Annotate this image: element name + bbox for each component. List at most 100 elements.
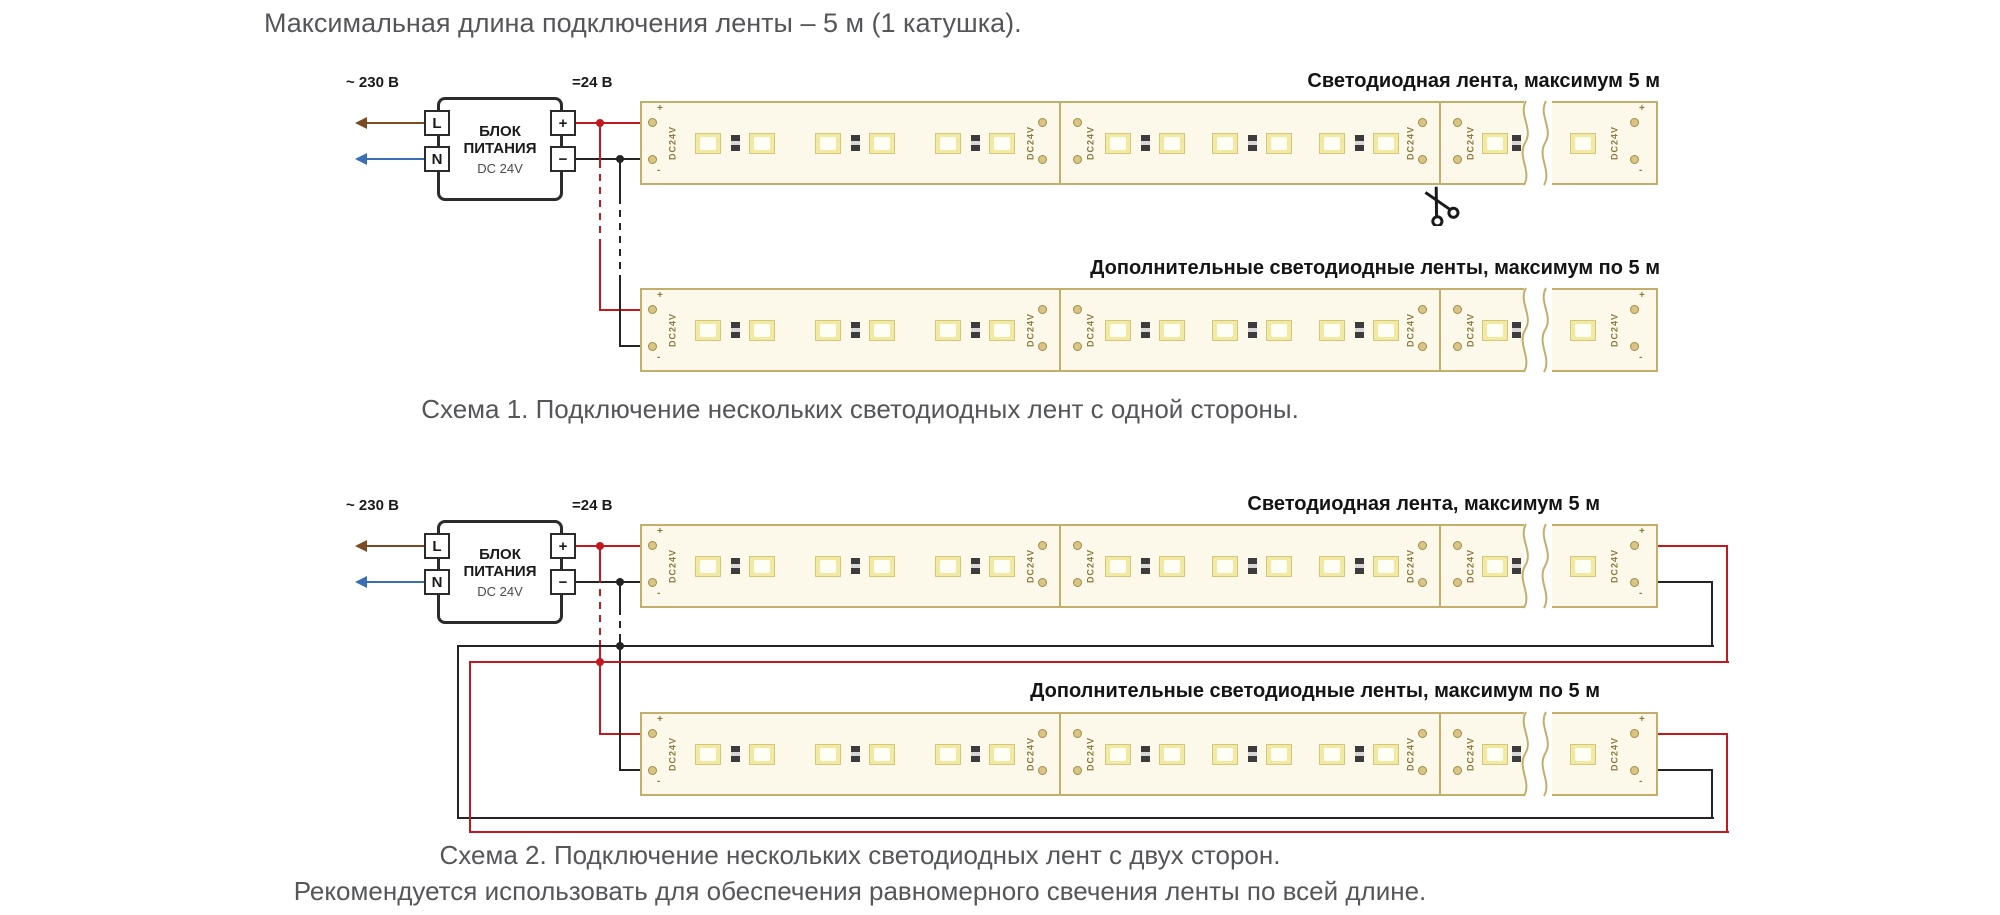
output-voltage-label: =24 В [572,497,613,514]
led-chip [815,743,841,765]
led-chip [1373,319,1399,341]
led-emitter [994,747,1010,761]
solder-pad [647,577,657,587]
strip-end-piece [1552,288,1658,372]
strip-segment-divider [1439,714,1441,794]
resistor-band [851,564,860,568]
strip2-label: Дополнительные светодиодные ленты, макси… [1090,257,1660,279]
cut-wave-line [1541,523,1549,609]
cut-wave-line [1521,100,1529,186]
solder-pad [647,118,657,127]
led-chip [935,555,961,577]
psu-name-line1: БЛОК [479,545,521,563]
strip-voltage-marking: DC24V [1465,737,1476,772]
solder-pad [647,154,657,164]
led-emitter [940,323,956,337]
polarity-plus-mark: + [657,714,663,725]
led-chip [1212,319,1238,341]
strip-cut-wave [1521,523,1549,609]
output-voltage-label: =24 В [572,74,613,91]
led-chip [1319,743,1345,765]
resistor-band [731,564,740,568]
led-chip [1266,555,1292,577]
solder-pad [1072,729,1082,738]
led-chip [1570,319,1596,341]
solder-pad [1072,341,1082,351]
led-chip [1482,555,1508,577]
led-chip [695,555,721,577]
led-chip [1159,132,1185,154]
wire-plus-to-strip2 [598,308,652,312]
wire-minus-psu-to-strip1 [576,157,652,161]
led-emitter [874,323,890,337]
resistor-band [1248,328,1257,332]
led-chip [869,555,895,577]
led-emitter [1271,747,1287,761]
solder-pad [1417,341,1427,351]
led-emitter [994,559,1010,573]
polarity-minus-mark: - [657,352,661,363]
solder-pad [1452,154,1462,164]
polarity-minus-mark: - [657,165,661,176]
solder-pad [647,305,657,314]
led-emitter [1487,323,1503,337]
led-chip [1266,743,1292,765]
solder-pad [1417,118,1427,127]
polarity-minus-mark: - [1639,776,1643,787]
led-emitter [1110,559,1126,573]
led-emitter [1271,559,1287,573]
solder-pad [1037,154,1047,164]
psu-name-line1: БЛОК [479,122,521,140]
led-emitter [874,136,890,150]
led-chip [1373,743,1399,765]
solder-pad [1037,765,1047,775]
wire-minus-strip2-right-stub [1634,768,1713,772]
led-emitter [1575,136,1591,150]
resistor [971,135,980,151]
polarity-minus-mark: - [1639,165,1643,176]
led-chip [869,743,895,765]
solder-pad [1037,305,1047,314]
live-wire [366,121,424,125]
led-emitter [754,747,770,761]
led-emitter [1378,559,1394,573]
led-emitter [1164,323,1180,337]
led-emitter [1487,559,1503,573]
solder-pad [1629,765,1639,775]
led-chip [989,319,1015,341]
resistor-band [1355,141,1364,145]
power-supply-box: БЛОК ПИТАНИЯ DC 24V [437,520,563,624]
solder-pad [647,541,657,550]
led-emitter [1110,136,1126,150]
cut-wave-line [1521,711,1529,797]
resistor-band [731,141,740,145]
strip-cut-wave [1521,287,1549,373]
led-chip [1159,555,1185,577]
led-emitter [1378,323,1394,337]
resistor [1141,135,1150,151]
scheme2-caption: Схема 2. Подключение нескольких светодио… [439,840,1281,870]
resistor [971,746,980,762]
resistor-band [1512,564,1521,568]
terminal-plus: + [550,533,576,559]
led-chip [1373,132,1399,154]
wire-minus-to-strip2 [618,768,652,772]
neutral-wire [366,580,424,584]
led-chip [935,132,961,154]
led-chip [1570,743,1596,765]
wire-plus-right-riser [1725,546,1729,662]
resistor [1141,558,1150,574]
solder-pad [1417,729,1427,738]
resistor-band [1141,564,1150,568]
resistor [1355,135,1364,151]
polarity-minus-mark: - [657,776,661,787]
led-emitter [940,559,956,573]
led-chip [1266,132,1292,154]
neutral-arrow-icon [355,153,367,165]
solder-pad [1037,341,1047,351]
solder-pad [1417,765,1427,775]
live-arrow-icon [355,117,367,129]
strip-voltage-marking: DC24V [1405,549,1416,584]
